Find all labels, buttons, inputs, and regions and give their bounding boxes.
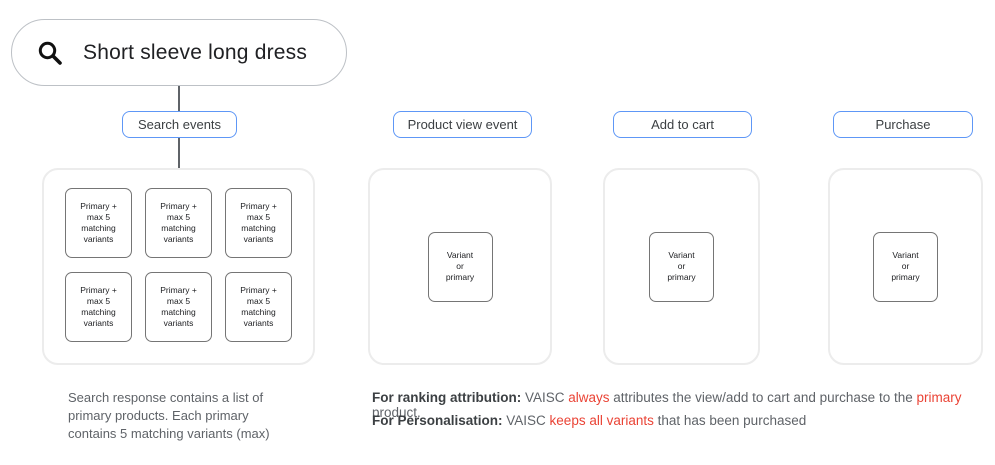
primary-product-box: Primary + max 5 matching variants (65, 272, 132, 342)
ranking-note-text: product. (372, 390, 966, 420)
search-icon (38, 41, 62, 65)
ranking-note-highlight: always (568, 390, 610, 405)
add-to-cart-container: Variant or primary (603, 168, 760, 365)
variant-or-primary-box: Variant or primary (649, 231, 714, 302)
search-query-text: Short sleeve long dress (83, 40, 308, 64)
primary-product-box: Primary + max 5 matching variants (225, 272, 292, 342)
event-label-text: Purchase (875, 117, 931, 132)
ranking-attribution-note: For ranking attribution: VAISC always at… (372, 390, 995, 420)
event-label-text: Search events (137, 117, 222, 132)
primary-product-box: Primary + max 5 matching variants (145, 272, 212, 342)
primary-product-box: Primary + max 5 matching variants (65, 188, 132, 258)
search-events-container: Primary + max 5 matching variants Primar… (42, 168, 315, 365)
event-label-search-events[interactable]: Search events (122, 111, 237, 138)
search-response-note: Search response contains a list of prima… (68, 390, 270, 441)
event-label-add-to-cart[interactable]: Add to cart (613, 111, 752, 138)
variant-or-primary-box: Variant or primary (427, 231, 493, 302)
personalisation-note-highlight: keeps all variants (549, 413, 654, 428)
ranking-note-label: For ranking attribution: (372, 390, 522, 405)
search-bar[interactable]: Short sleeve long dress (11, 19, 347, 86)
event-label-product-view[interactable]: Product view event (393, 111, 532, 138)
personalisation-note: For Personalisation: VAISC keeps all var… (372, 413, 806, 428)
event-label-purchase[interactable]: Purchase (833, 111, 973, 138)
variant-or-primary-box: Variant or primary (873, 231, 938, 302)
ranking-note-highlight: primary (916, 390, 962, 405)
personalisation-note-text: VAISC (502, 413, 550, 428)
event-label-text: Product view event (407, 117, 518, 132)
product-view-container: Variant or primary (368, 168, 552, 365)
primary-product-box: Primary + max 5 matching variants (225, 188, 292, 258)
ranking-note-text: VAISC (521, 390, 569, 405)
primary-product-box: Primary + max 5 matching variants (145, 188, 212, 258)
purchase-container: Variant or primary (828, 168, 983, 365)
personalisation-note-text: that has been purchased (653, 413, 807, 428)
event-label-text: Add to cart (651, 117, 714, 132)
personalisation-note-label: For Personalisation: (372, 413, 503, 428)
ranking-note-text: attributes the view/add to cart and purc… (609, 390, 917, 405)
